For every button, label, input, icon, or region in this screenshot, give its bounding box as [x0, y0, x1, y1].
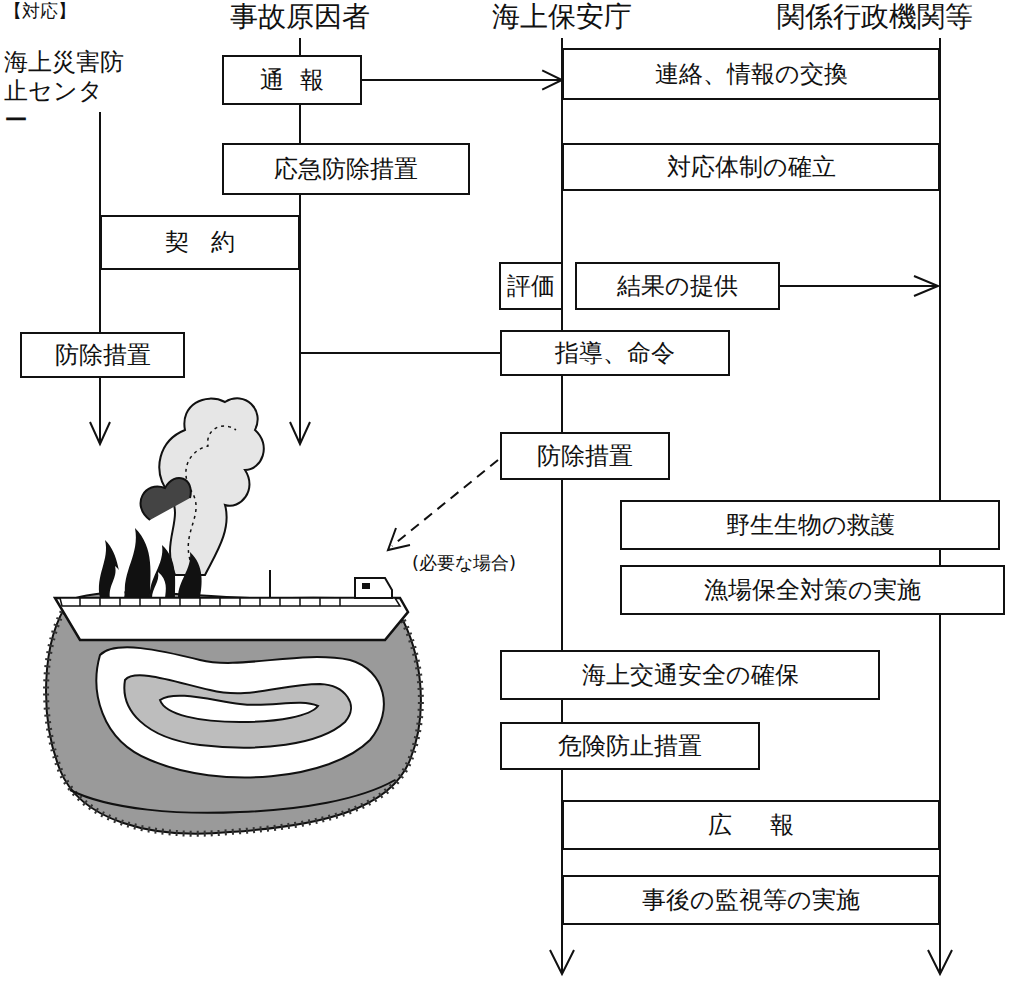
process-box: 広報 [562, 800, 940, 850]
box-text: 評価 [507, 272, 555, 301]
box-text: 事後の監視等の実施 [642, 886, 860, 915]
process-box: 指導、命令 [500, 330, 730, 376]
process-box: 漁場保全対策の実施 [620, 565, 1005, 615]
process-box: 応急防除措置 [222, 143, 470, 195]
process-box: 結果の提供 [575, 262, 780, 310]
lane-header: 事故原因者 [230, 0, 370, 34]
lane-header: 【対応】 [4, 0, 76, 22]
box-text: 結果の提供 [617, 272, 738, 301]
box-text: 海上交通安全の確保 [582, 661, 799, 690]
box-text: 契約 [165, 228, 256, 257]
box-text: 広報 [708, 811, 833, 840]
box-text: 連絡、情報の交換 [655, 60, 848, 89]
oil-spill-ship [46, 398, 421, 833]
box-text: 対応体制の確立 [667, 153, 836, 182]
process-box: 防除措置 [20, 332, 185, 378]
process-box: 海上交通安全の確保 [500, 650, 880, 700]
lane-header: 海上災害防止センター [4, 48, 125, 134]
box-text: 通報 [260, 66, 342, 95]
process-box: 危険防止措置 [500, 722, 760, 770]
box-text: 指導、命令 [555, 339, 675, 368]
process-box: 通報 [222, 55, 362, 105]
process-box: 事後の監視等の実施 [562, 875, 940, 925]
lane-header: 海上保安庁 [492, 0, 632, 34]
arrow-connector [362, 70, 562, 89]
note-label: (必要な場合) [412, 552, 516, 574]
process-box: 評価 [499, 262, 563, 310]
box-text: 漁場保全対策の実施 [704, 576, 921, 605]
process-box: 防除措置 [500, 432, 670, 480]
box-text: 防除措置 [55, 341, 151, 370]
box-text: 応急防除措置 [274, 155, 418, 184]
box-text: 危険防止措置 [558, 732, 702, 761]
process-box: 野生生物の救護 [620, 500, 1000, 550]
box-text: 野生生物の救護 [726, 511, 895, 540]
box-text: 防除措置 [537, 442, 633, 471]
process-box: 契約 [100, 215, 300, 270]
lane-header: 関係行政機関等 [777, 0, 973, 34]
process-box: 対応体制の確立 [562, 143, 940, 191]
process-box: 連絡、情報の交換 [562, 48, 940, 100]
